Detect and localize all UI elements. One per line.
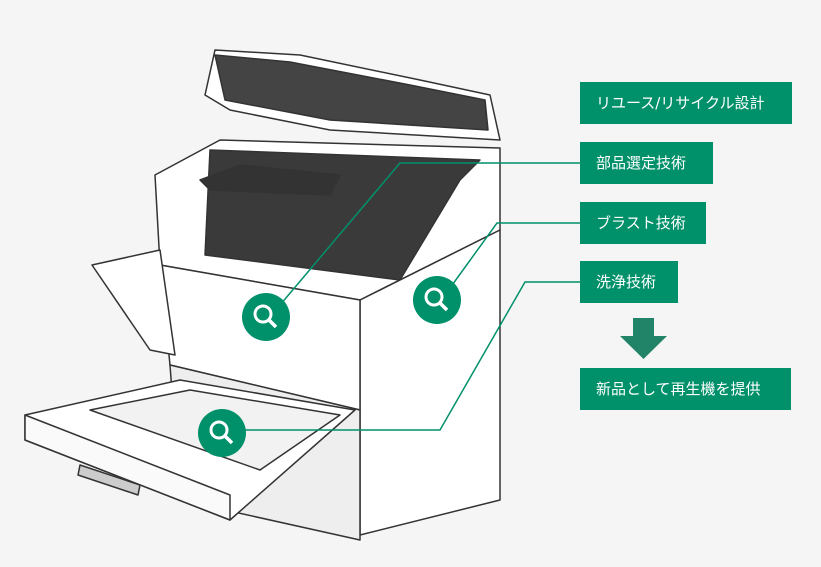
- magnifier-icon: [198, 409, 246, 457]
- label-blast: ブラスト技術: [580, 202, 706, 244]
- label-result: 新品として再生機を提供: [580, 368, 791, 410]
- magnifier-icon: [413, 276, 461, 324]
- label-parts-selection: 部品選定技術: [580, 142, 713, 184]
- magnifier-icon: [242, 293, 290, 341]
- down-arrow-icon: [620, 318, 667, 359]
- label-cleaning: 洗浄技術: [580, 261, 678, 303]
- label-reuse-recycle-design: リユース/リサイクル設計: [580, 82, 792, 124]
